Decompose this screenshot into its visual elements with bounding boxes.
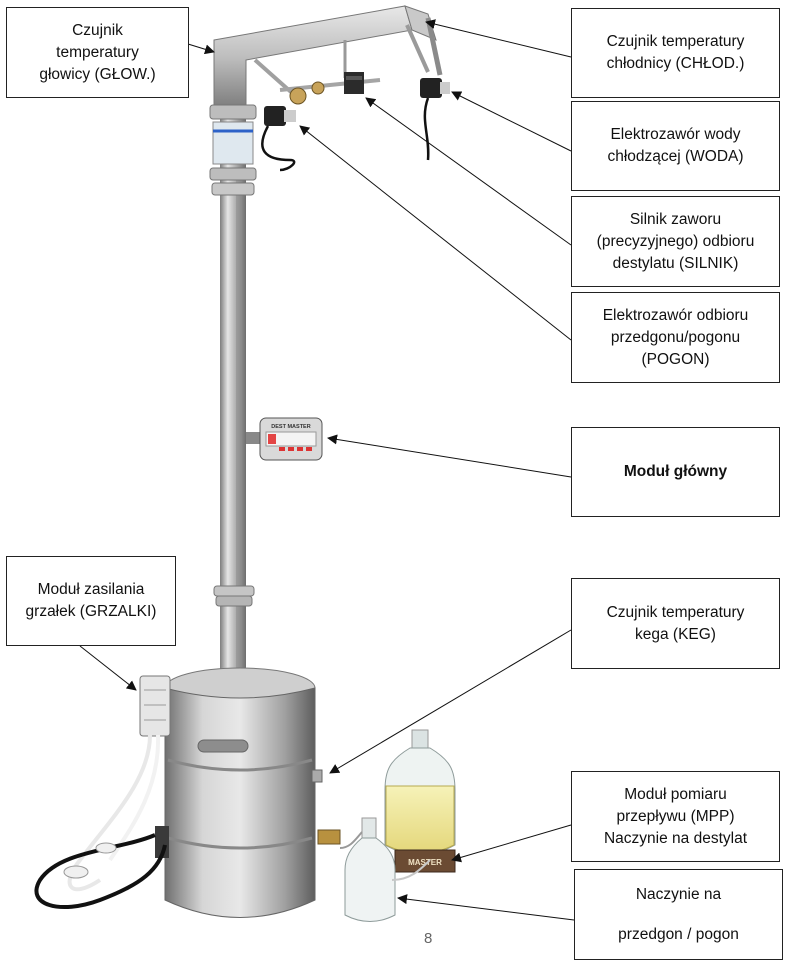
label-mpp: Moduł pomiaru przepływu (MPP) Naczynie n…	[571, 771, 780, 862]
flow-scale: MASTER	[394, 849, 456, 873]
scale-label: MASTER	[408, 858, 442, 867]
label-glow: Czujnik temperatury głowicy (GŁOW.)	[6, 7, 189, 98]
label-keg: Czujnik temperatury kega (KEG)	[571, 578, 780, 669]
arrow-grzalki	[79, 645, 137, 691]
cables	[34, 734, 167, 909]
label-przedgon: Naczynie na przedgon / pogon	[574, 869, 783, 960]
label-pogon: Elektrozawór odbioru przedgonu/pogonu (P…	[571, 292, 780, 383]
main-module-device: DEST MASTER	[246, 417, 323, 461]
foreshots-bottle	[339, 817, 431, 922]
keg	[155, 667, 341, 918]
label-grzalki: Moduł zasilania grzałek (GRZALKI)	[6, 556, 176, 646]
page-number: 8	[424, 930, 433, 947]
annotation-arrows	[79, 19, 575, 921]
arrow-keg	[329, 629, 572, 774]
arrow-mpp	[451, 824, 572, 863]
sight-glass	[209, 104, 257, 196]
arrow-silnik	[365, 97, 572, 246]
arrow-przedgon	[397, 894, 575, 921]
heater-module-device	[139, 675, 171, 737]
arrow-pogon	[299, 125, 572, 341]
label-chlod: Czujnik temperatury chłodnicy (CHŁOD.)	[571, 8, 780, 98]
valve-woda	[420, 78, 450, 161]
arrow-modul-glowny	[327, 434, 572, 478]
label-woda: Elektrozawór wody chłodzącej (WODA)	[571, 101, 780, 191]
arrow-glow	[187, 43, 215, 55]
head-arm	[213, 5, 443, 111]
label-modul-glowny: Moduł główny	[571, 427, 780, 517]
motor-silnik	[344, 72, 364, 94]
valve-pogon	[261, 106, 296, 172]
arrow-chlod	[425, 19, 572, 58]
panel-title: DEST MASTER	[271, 424, 310, 430]
arrow-woda	[451, 91, 572, 152]
distillate-demijohn	[384, 729, 456, 856]
label-silnik: Silnik zaworu (precyzyjnego) odbioru des…	[571, 196, 780, 287]
